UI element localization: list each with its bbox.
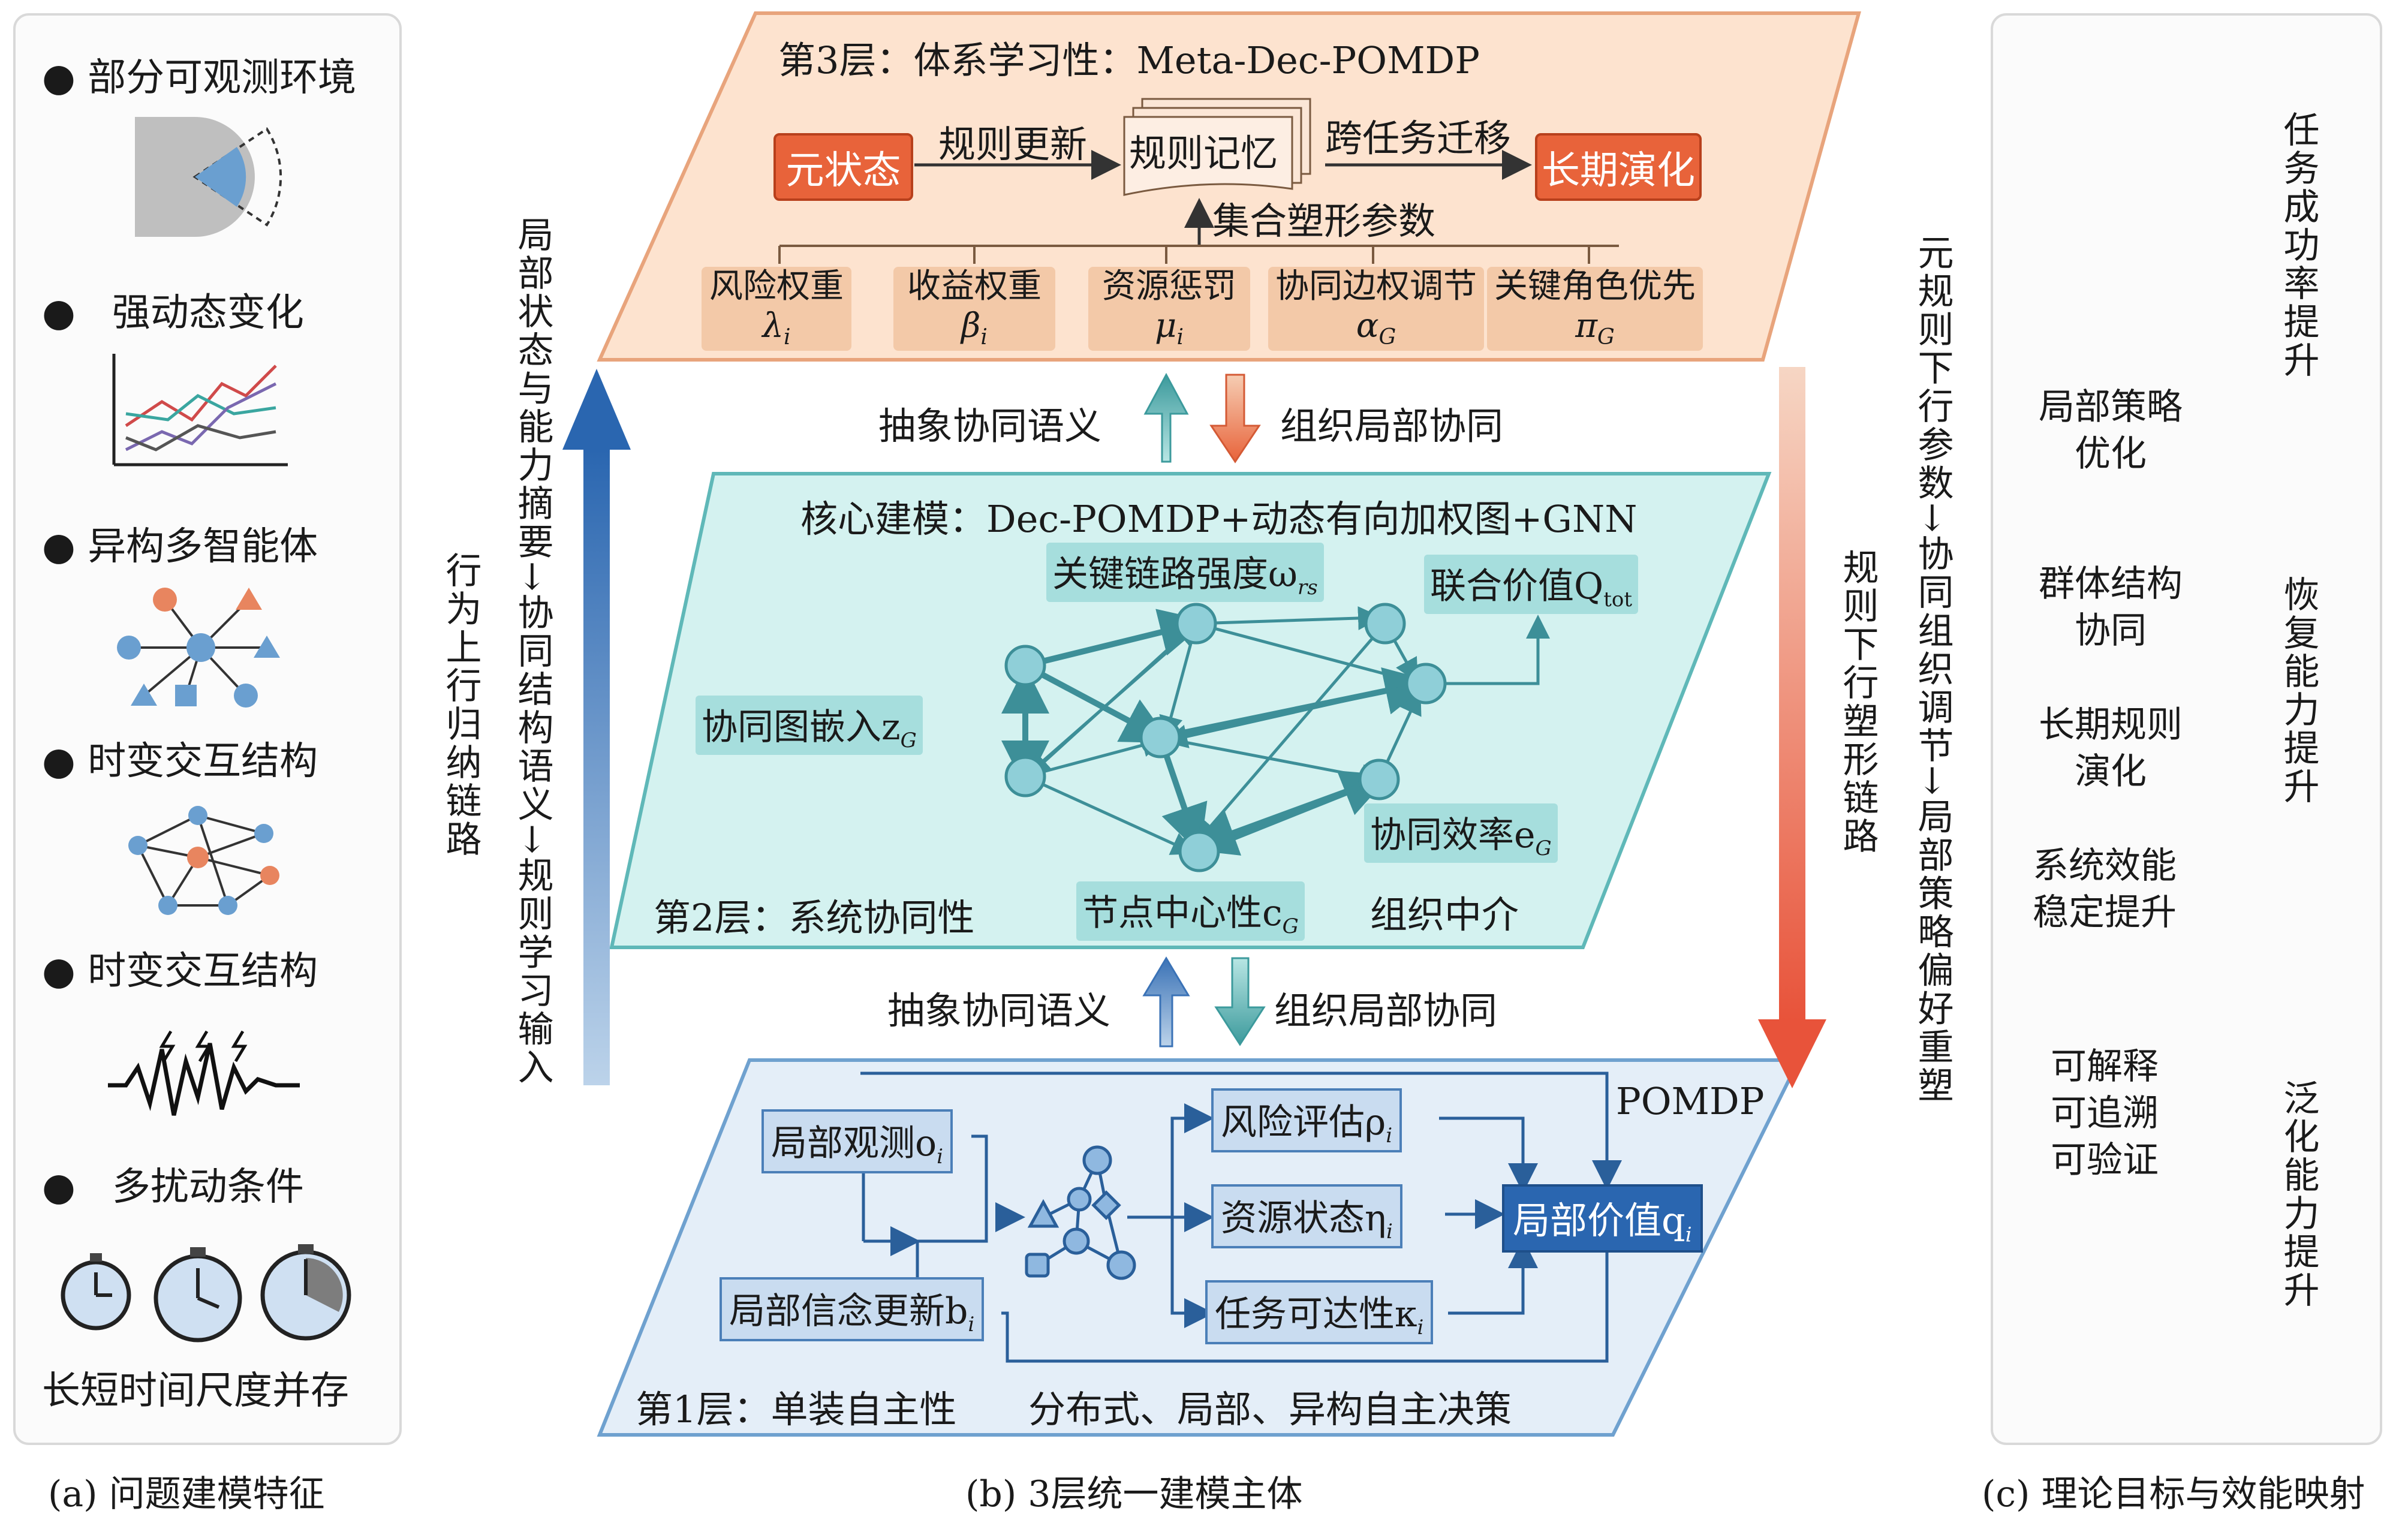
layer2-label: 第2层：系统协同性 [654, 896, 975, 940]
caption-a: (a) 问题建模特征 [48, 1473, 325, 1515]
layer3-title: 第3层：体系学习性：Meta-Dec-POMDP [778, 38, 1480, 82]
feature-1: ● 部分可观测环境 [42, 56, 357, 100]
organize-local-lower: 组织局部协同 [1274, 989, 1498, 1033]
right-generalization: 泛化能力提升 [2277, 1079, 2319, 1310]
goal-local-policy: 局部策略优化 [2039, 386, 2183, 475]
organize-local-upper: 组织局部协同 [1280, 404, 1504, 448]
resource-box: 资源状态ηi [1211, 1184, 1402, 1248]
layer1-label: 第1层：单装自主性 [636, 1387, 957, 1431]
long-term-box: 长期演化 [1535, 133, 1702, 201]
goal-explainable: 可解释可追溯可验证 [2051, 1046, 2159, 1181]
key-link-box: 关键链路强度ωrs [1046, 543, 1324, 602]
right-task-success: 任务成功率提升 [2277, 111, 2319, 380]
graph-embed-box: 协同图嵌入zG [696, 696, 923, 755]
local-value-box: 局部价值qi [1502, 1184, 1703, 1253]
panel-a-bottom-label: 长短时间尺度并存 [42, 1369, 349, 1413]
right-recovery: 恢复能力提升 [2277, 576, 2319, 806]
goal-system-efficiency: 系统效能稳定提升 [2033, 845, 2177, 934]
feature-5: ● 时变交互结构 [42, 949, 318, 994]
clocks-icon [61, 1244, 351, 1343]
cross-task-label: 跨任务迁移 [1325, 116, 1512, 160]
feature-6: ● 多扰动条件 [42, 1165, 304, 1209]
abstract-semantic-upper: 抽象协同语义 [878, 404, 1102, 448]
hetero-agents-icon [117, 588, 280, 708]
feature-4: ● 时变交互结构 [42, 739, 318, 784]
rule-memory-label: 规则记忆 [1129, 131, 1278, 175]
meta-state-box: 元状态 [773, 133, 913, 201]
caption-b: (b) 3层统一建模主体 [965, 1473, 1303, 1515]
panel-c [1991, 13, 2382, 1445]
abstract-semantic-lower: 抽象协同语义 [887, 989, 1111, 1033]
panel-a [13, 13, 402, 1445]
feature-3: ● 异构多智能体 [42, 525, 318, 569]
feature-2: ● 强动态变化 [42, 291, 304, 335]
efficiency-box: 协同效率eG [1364, 803, 1558, 863]
rule-update-label: 规则更新 [938, 122, 1088, 166]
interaction-structure-icon [128, 806, 279, 915]
left-arrow-label-2: 局部状态与能力摘要→协同结构语义→规则学习输入 [511, 216, 553, 1087]
disturbance-icon [108, 1030, 300, 1116]
distributed-label: 分布式、局部、异构自主决策 [1028, 1387, 1512, 1431]
joint-value-box: 联合价值Qtot [1424, 555, 1638, 614]
right-arrow-label-2: 元规则下行参数→协同组织调节→局部策略偏好重塑 [1912, 234, 1954, 1105]
partial-observation-icon [135, 117, 282, 237]
centrality-box: 节点中心性cG [1076, 881, 1305, 941]
reach-box: 任务可达性κi [1205, 1280, 1434, 1344]
goal-group-structure: 群体结构协同 [2039, 563, 2183, 652]
local-obs-box: 局部观测oi [761, 1109, 953, 1173]
risk-box: 风险评估ρi [1211, 1088, 1402, 1152]
goal-long-term-rules: 长期规则演化 [2039, 704, 2183, 793]
caption-c: (c) 理论目标与效能映射 [1982, 1473, 2365, 1515]
dynamic-chart-icon [112, 354, 288, 466]
pomdp-label: POMDP [1616, 1079, 1765, 1123]
layer2-title: 核心建模：Dec-POMDP+动态有向加权图+GNN [800, 497, 1638, 541]
left-arrow-label-1: 行为上行归纳链路 [440, 552, 481, 859]
belief-update-box: 局部信念更新bi [720, 1277, 985, 1341]
right-arrow-label-1: 规则下行塑形链路 [1837, 549, 1879, 856]
set-shaping-label: 集合塑形参数 [1212, 199, 1436, 243]
org-mediation-label: 组织中介 [1370, 893, 1519, 937]
